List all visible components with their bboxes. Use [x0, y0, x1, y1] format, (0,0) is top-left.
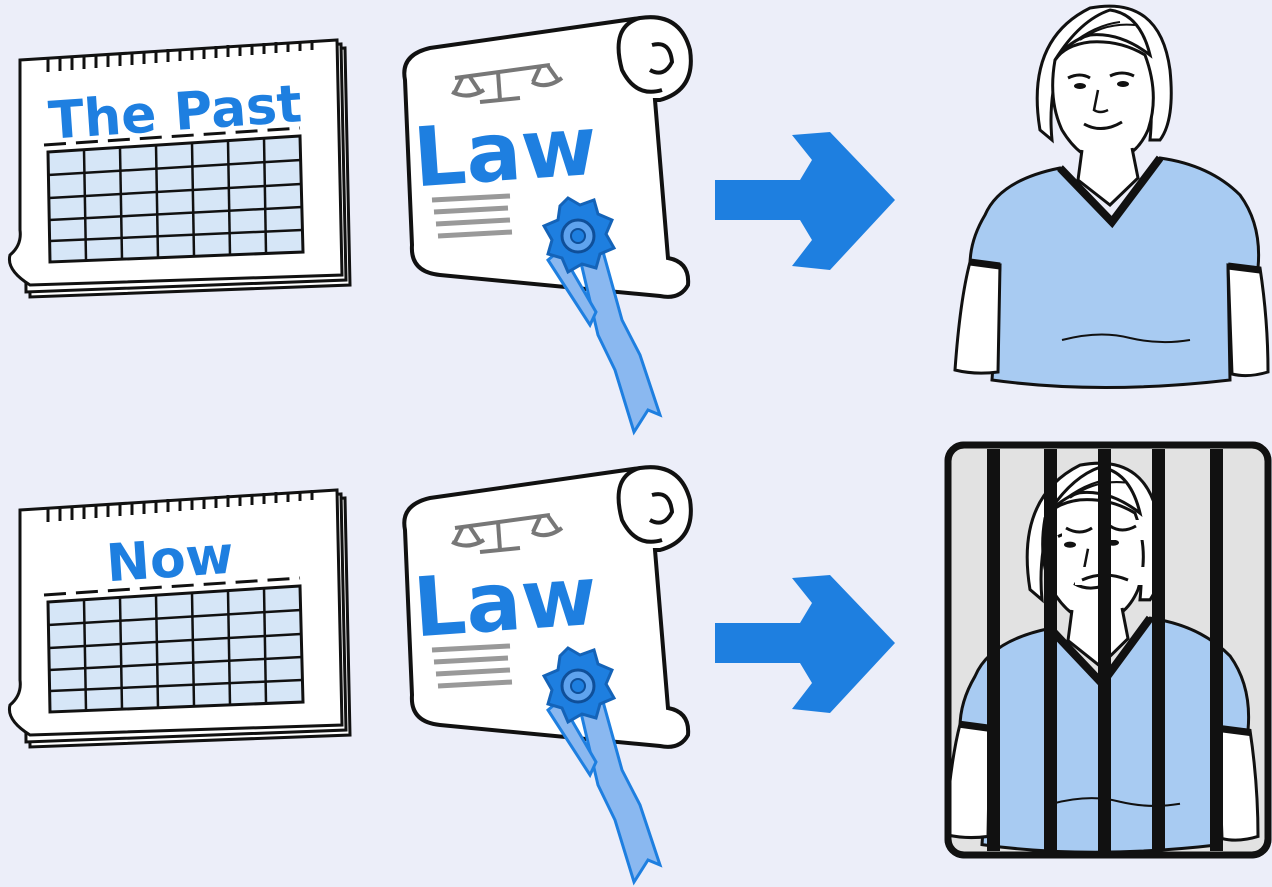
law-label-now: Law — [410, 549, 600, 657]
law-scroll-icon: Law — [404, 17, 691, 432]
law-label-past: Law — [410, 99, 600, 207]
woman-icon — [955, 6, 1268, 387]
law-scroll-icon: Law — [404, 467, 691, 882]
row-past: The Past Law — [9, 6, 1268, 432]
arrow-right-icon — [715, 575, 895, 713]
calendar-icon: Now — [9, 490, 350, 747]
jail-cell — [945, 445, 1268, 855]
row-now: Now Law — [9, 445, 1268, 882]
arrow-right-icon — [715, 132, 895, 270]
calendar-icon: The Past — [9, 40, 350, 297]
calendar-label-now: Now — [104, 526, 235, 595]
